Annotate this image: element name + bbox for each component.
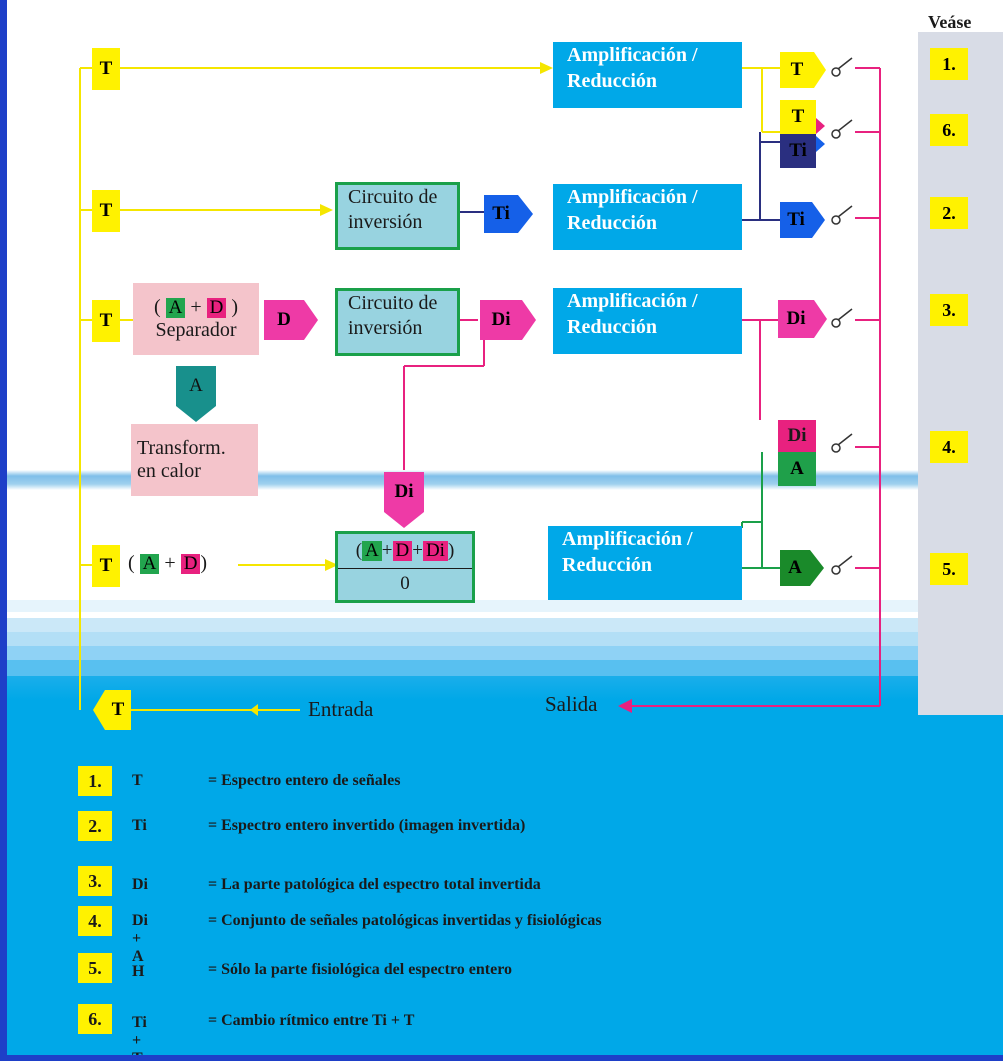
signal-t-1: T	[92, 48, 120, 90]
arrow-head-icon	[812, 202, 825, 238]
arrow-head-icon	[518, 195, 533, 233]
see-ref-4: 4.	[930, 431, 968, 463]
arrow-left-icon	[93, 690, 105, 730]
signal-t-4: T	[92, 545, 120, 587]
amp-box-4: Amplificación /Reducción	[548, 526, 742, 600]
chip-a: A	[139, 554, 160, 574]
row4-input-expression: ( A + D)	[128, 552, 208, 574]
out-t-2: T	[780, 100, 816, 134]
out-a-6: A	[780, 550, 810, 586]
arrow-head-icon	[816, 118, 825, 134]
heat-transform-box: Transform.en calor	[131, 424, 258, 496]
amp-box-3: Amplificación /Reducción	[553, 288, 742, 354]
arrow-head-icon	[810, 550, 824, 586]
out-ti-3: Ti	[780, 202, 812, 238]
see-ref-5: 5.	[930, 553, 968, 585]
see-ref-6: 6.	[930, 114, 968, 146]
arrow-head-icon	[522, 300, 536, 340]
out-di-4: Di	[778, 300, 814, 338]
out-ti-2: Ti	[780, 134, 816, 168]
output-label: Salida	[545, 692, 598, 716]
signal-t-3: T	[92, 300, 120, 342]
signal-a-down: A	[176, 366, 216, 406]
input-t: T	[105, 690, 131, 730]
see-header: Veáse	[928, 12, 972, 32]
signal-d-arrow: D	[264, 300, 304, 340]
see-ref-2: 2.	[930, 197, 968, 229]
separator-box: ( A + D ) Separador	[133, 283, 259, 355]
sum-result: 0	[400, 573, 410, 594]
see-ref-1: 1.	[930, 48, 968, 80]
input-label: Entrada	[308, 697, 374, 721]
amp-box-2: Amplificación /Reducción	[553, 184, 742, 250]
out-a-5: A	[778, 452, 816, 486]
out-di-5: Di	[778, 420, 816, 452]
arrow-down-icon	[176, 406, 216, 422]
signal-ti-arrow: Ti	[484, 195, 518, 233]
see-ref-3: 3.	[930, 294, 968, 326]
arrow-head-icon	[814, 52, 826, 88]
arrow-down-icon	[384, 512, 424, 528]
sum-expression: (A+D+Di)	[355, 540, 455, 561]
signal-t-2: T	[92, 190, 120, 232]
out-t-1: T	[780, 52, 814, 88]
chip-d: D	[180, 554, 201, 574]
signal-di-arrow: Di	[480, 300, 522, 340]
arrow-head-icon	[816, 136, 825, 152]
amp-box-1: Amplificación /Reducción	[553, 42, 742, 108]
sum-box: (A+D+Di) 0	[335, 531, 475, 603]
arrow-head-icon	[304, 300, 318, 340]
arrow-head-icon	[814, 300, 827, 338]
signal-di-down: Di	[384, 472, 424, 512]
